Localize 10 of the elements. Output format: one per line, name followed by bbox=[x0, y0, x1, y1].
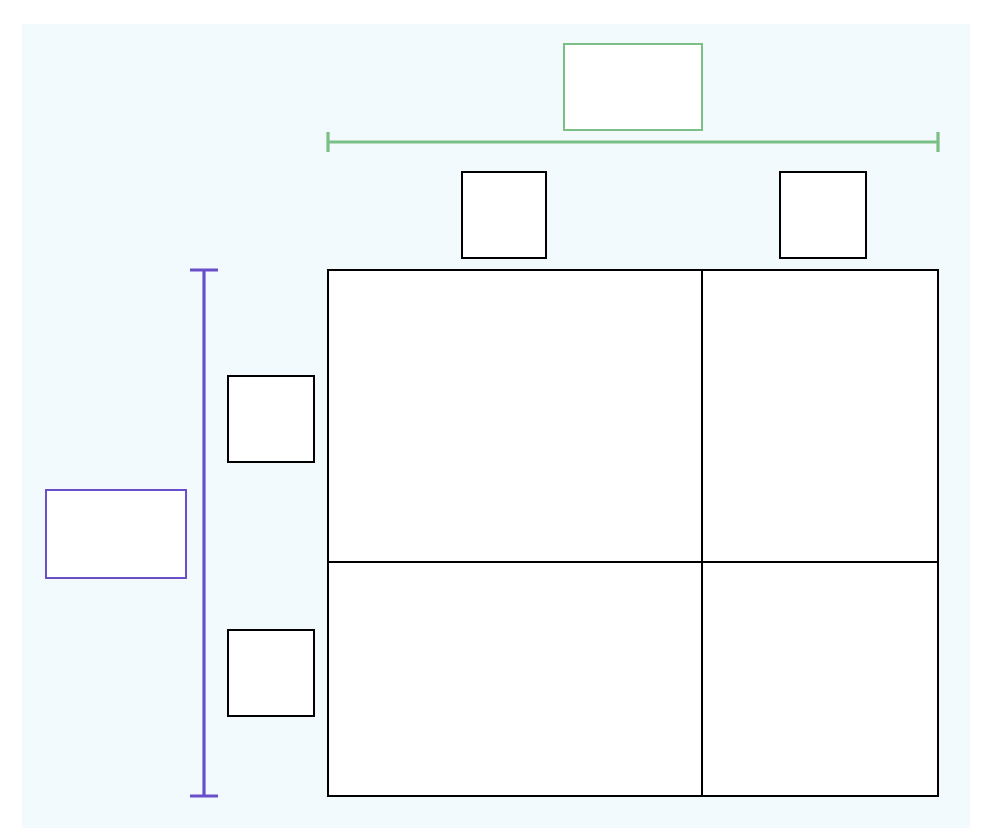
column-box bbox=[461, 171, 547, 259]
grid-cell bbox=[327, 561, 703, 797]
label-box bbox=[563, 43, 703, 131]
row-box bbox=[227, 629, 315, 717]
column-box bbox=[779, 171, 867, 259]
label-box bbox=[45, 489, 187, 579]
grid-cell bbox=[701, 561, 939, 797]
grid-cell bbox=[701, 269, 939, 563]
row-box bbox=[227, 375, 315, 463]
grid-cell bbox=[327, 269, 703, 563]
